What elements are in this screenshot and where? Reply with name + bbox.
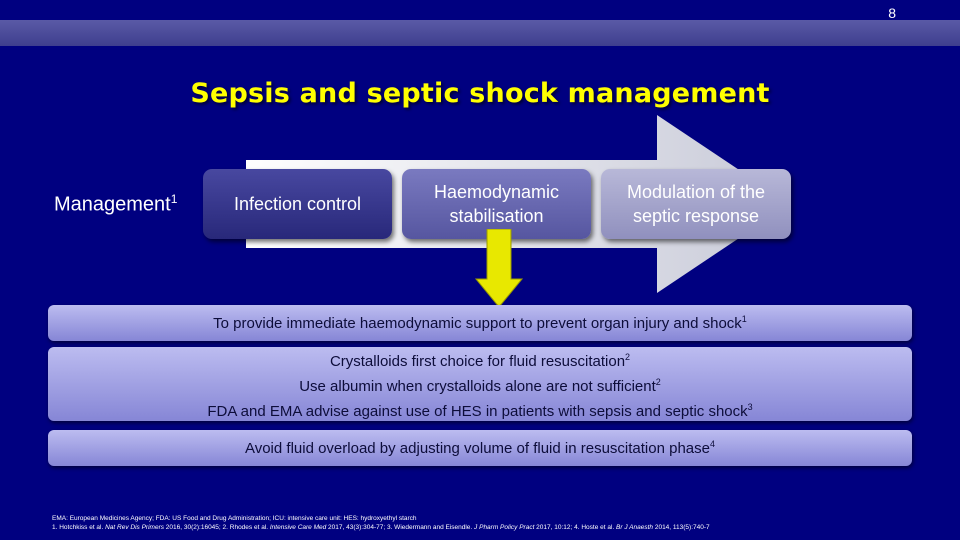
- footnotes: EMA: European Medicines Agency; FDA: US …: [52, 514, 710, 532]
- page-number: 8: [888, 5, 896, 21]
- management-label: Management1: [54, 192, 178, 216]
- down-arrow-icon: [474, 229, 524, 308]
- slide-title: Sepsis and septic shock management: [190, 78, 770, 109]
- goal-box: To provide immediate haemodynamic suppor…: [48, 305, 912, 341]
- point-crystalloids: Crystalloids first choice for fluid resu…: [329, 351, 631, 370]
- fluid-overload-box: Avoid fluid overload by adjusting volume…: [48, 430, 912, 466]
- fluid-points-box: Crystalloids first choice for fluid resu…: [48, 347, 912, 421]
- point-albumin: Use albumin when crystalloids alone are …: [299, 376, 661, 395]
- step-haemodynamic-stabilisation: Haemodynamic stabilisation: [402, 169, 591, 239]
- step-modulation-septic-response: Modulation of the septic response: [601, 169, 791, 239]
- abbreviations: EMA: European Medicines Agency; FDA: US …: [52, 515, 417, 522]
- goal-text: To provide immediate haemodynamic suppor…: [213, 314, 747, 332]
- overload-text: Avoid fluid overload by adjusting volume…: [244, 439, 715, 457]
- top-band: [0, 20, 960, 46]
- step-infection-control: Infection control: [203, 169, 392, 239]
- point-hes: FDA and EMA advise against use of HES in…: [207, 401, 753, 420]
- references: 1. Hotchkiss et al. Nat Rev Dis Primers …: [52, 524, 710, 531]
